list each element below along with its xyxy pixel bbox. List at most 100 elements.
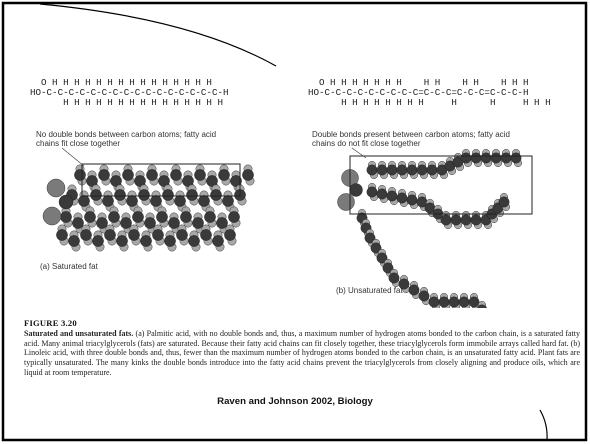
- unsaturated-pointer-line: [351, 147, 367, 159]
- saturated-fat-model: [42, 164, 255, 252]
- carbon-atom: [170, 169, 182, 181]
- carbon-atom: [186, 189, 198, 201]
- carbon-atom: [182, 175, 194, 187]
- carbon-atom: [60, 211, 72, 223]
- carbon-atom: [138, 189, 150, 201]
- carbon-atom: [108, 211, 120, 223]
- saturated-formula-top-h: O H H H H H H H H H H H H H H H: [30, 77, 212, 88]
- carbon-atom: [210, 189, 222, 201]
- carbon-atom: [376, 188, 388, 200]
- decorative-curve-bottom: [539, 409, 548, 441]
- carbon-atom: [450, 214, 462, 226]
- source-citation: Raven and Johnson 2002, Biology: [217, 396, 373, 407]
- carbon-atom: [382, 262, 394, 274]
- carbon-atom: [158, 175, 170, 187]
- unsaturated-formula-top-h: O H H H H H H H H H H H H H H: [308, 77, 529, 88]
- carbon-atom: [448, 296, 460, 308]
- figure-area: O H H H H H H H H H H H H H H H HO-C-C-C…: [22, 78, 572, 308]
- saturated-note-line2: chains fit close together: [36, 139, 121, 148]
- carbon-atom: [206, 175, 218, 187]
- oxygen-atom: [42, 206, 62, 226]
- carbon-atom: [164, 235, 176, 247]
- saturated-highlight-box: [81, 163, 241, 197]
- carbon-atom: [406, 164, 418, 176]
- carbon-atom: [460, 152, 472, 164]
- caption-paragraph: Saturated and unsaturated fats. (a) Palm…: [24, 329, 580, 378]
- carbon-atom: [440, 214, 452, 226]
- carbon-atom: [90, 189, 102, 201]
- carbon-atom: [180, 211, 192, 223]
- carbon-atom: [386, 164, 398, 176]
- carbon-atom: [349, 183, 363, 197]
- carbon-atom: [366, 186, 378, 198]
- carbon-atom: [498, 196, 510, 208]
- carbon-atom: [408, 284, 420, 296]
- carbon-atom: [460, 214, 472, 226]
- carbon-atom: [114, 189, 126, 201]
- oxygen-atom: [46, 178, 66, 198]
- carbon-atom: [86, 175, 98, 187]
- carbon-atom: [128, 229, 140, 241]
- panel-a-label: (a) Saturated fat: [40, 262, 98, 271]
- carbon-atom: [150, 195, 162, 207]
- carbon-atom: [198, 195, 210, 207]
- carbon-atom: [140, 235, 152, 247]
- carbon-atom: [242, 169, 254, 181]
- carbon-atom: [116, 235, 128, 247]
- carbon-atom: [364, 232, 376, 244]
- decorative-curve-top: [39, 3, 277, 67]
- carbon-atom: [74, 169, 86, 181]
- carbon-atom: [396, 164, 408, 176]
- carbon-atom: [188, 235, 200, 247]
- carbon-atom: [144, 217, 156, 229]
- unsaturated-highlight-box: [349, 155, 533, 215]
- carbon-atom: [438, 296, 450, 308]
- carbon-atom: [200, 229, 212, 241]
- carbon-atom: [468, 296, 480, 308]
- carbon-atom: [418, 290, 430, 302]
- carbon-atom: [176, 229, 188, 241]
- carbon-atom: [490, 152, 502, 164]
- carbon-atom: [134, 175, 146, 187]
- carbon-atom: [480, 152, 492, 164]
- carbon-atom: [126, 195, 138, 207]
- carbon-atom: [476, 304, 488, 308]
- carbon-atom: [386, 190, 398, 202]
- figure-caption: FIGURE 3.20 Saturated and unsaturated fa…: [24, 318, 580, 378]
- carbon-atom: [204, 211, 216, 223]
- unsaturated-note-line1: Double bonds present between carbon atom…: [312, 130, 510, 139]
- carbon-atom: [58, 194, 74, 210]
- unsaturated-note-line2: chains do not fit close together: [312, 139, 421, 148]
- carbon-atom: [162, 189, 174, 201]
- carbon-atom: [426, 164, 438, 176]
- carbon-atom: [396, 192, 408, 204]
- carbon-atom: [416, 164, 428, 176]
- carbon-atom: [168, 217, 180, 229]
- carbon-atom: [376, 252, 388, 264]
- carbon-atom: [370, 242, 382, 254]
- carbon-atom: [470, 214, 482, 226]
- carbon-atom: [78, 195, 90, 207]
- caption-title: Saturated and unsaturated fats.: [24, 329, 134, 338]
- figure-number: FIGURE 3.20: [24, 318, 77, 328]
- carbon-atom: [104, 229, 116, 241]
- carbon-atom: [146, 169, 158, 181]
- carbon-atom: [388, 272, 400, 284]
- carbon-atom: [458, 296, 470, 308]
- carbon-atom: [152, 229, 164, 241]
- carbon-atom: [194, 169, 206, 181]
- carbon-atom: [110, 175, 122, 187]
- carbon-atom: [500, 152, 512, 164]
- carbon-atom: [174, 195, 186, 207]
- oxygen-atom: [337, 193, 355, 211]
- carbon-atom: [192, 217, 204, 229]
- panel-b-label: (b) Unsaturated fat: [336, 286, 403, 295]
- carbon-atom: [212, 235, 224, 247]
- saturated-note-line1: No double bonds between carbon atoms; fa…: [36, 130, 217, 139]
- carbon-atom: [96, 217, 108, 229]
- carbon-atom: [218, 169, 230, 181]
- carbon-atom: [228, 211, 240, 223]
- carbon-atom: [366, 164, 378, 176]
